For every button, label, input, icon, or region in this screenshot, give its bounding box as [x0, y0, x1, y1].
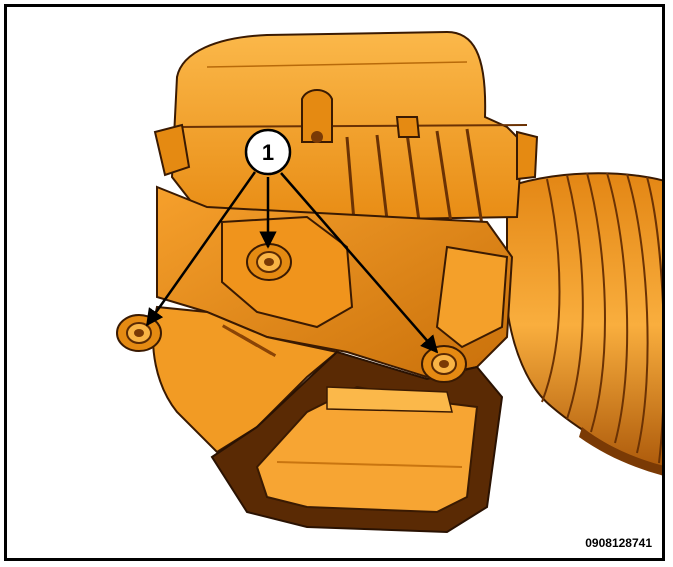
housing-lid [153, 30, 539, 266]
callout-circle: 1 [244, 128, 292, 176]
air-cleaner-illustration: 1 [116, 30, 662, 534]
intake-hose [506, 172, 662, 476]
mounting-bolt-right [421, 345, 467, 383]
leader-arrow [145, 171, 257, 327]
leader-arrows [145, 171, 439, 354]
diagram-frame: 1 0908128741 [4, 4, 665, 561]
figure-id: 0908128741 [585, 536, 652, 550]
mounting-bolt-center [246, 243, 292, 281]
callout-number: 1 [262, 140, 274, 165]
mounting-bolt-left [116, 314, 162, 352]
housing-body [152, 185, 514, 534]
leader-arrow [280, 172, 439, 354]
